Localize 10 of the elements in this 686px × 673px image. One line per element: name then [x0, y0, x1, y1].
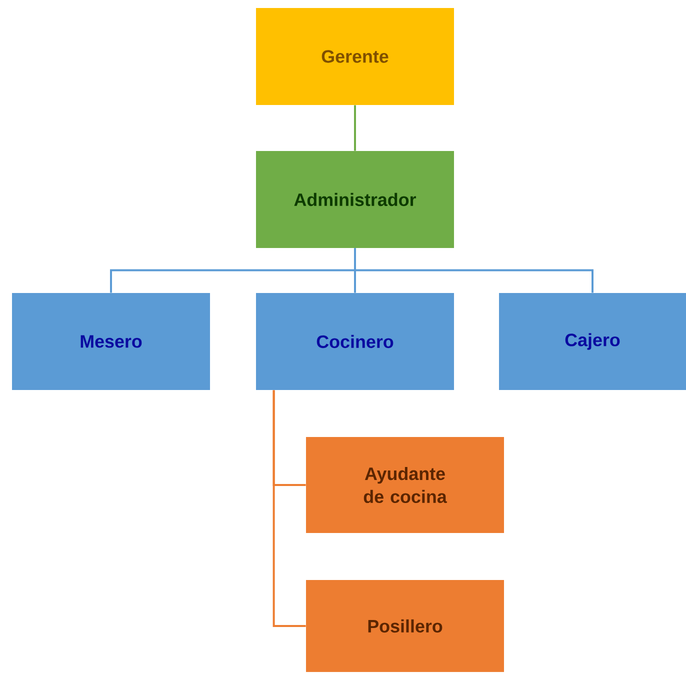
- org-box: Administrador: [256, 151, 454, 248]
- org-box: Cocinero: [256, 293, 454, 390]
- connector-line: [272, 390, 306, 627]
- org-box: Mesero: [12, 293, 210, 390]
- org-box: Gerente: [256, 8, 454, 105]
- org-box: Cajero: [499, 293, 686, 390]
- org-box: Posillero: [306, 580, 504, 672]
- connector-line: [354, 248, 594, 293]
- org-box: Ayudante de cocina: [306, 437, 504, 533]
- connector-line: [354, 105, 356, 151]
